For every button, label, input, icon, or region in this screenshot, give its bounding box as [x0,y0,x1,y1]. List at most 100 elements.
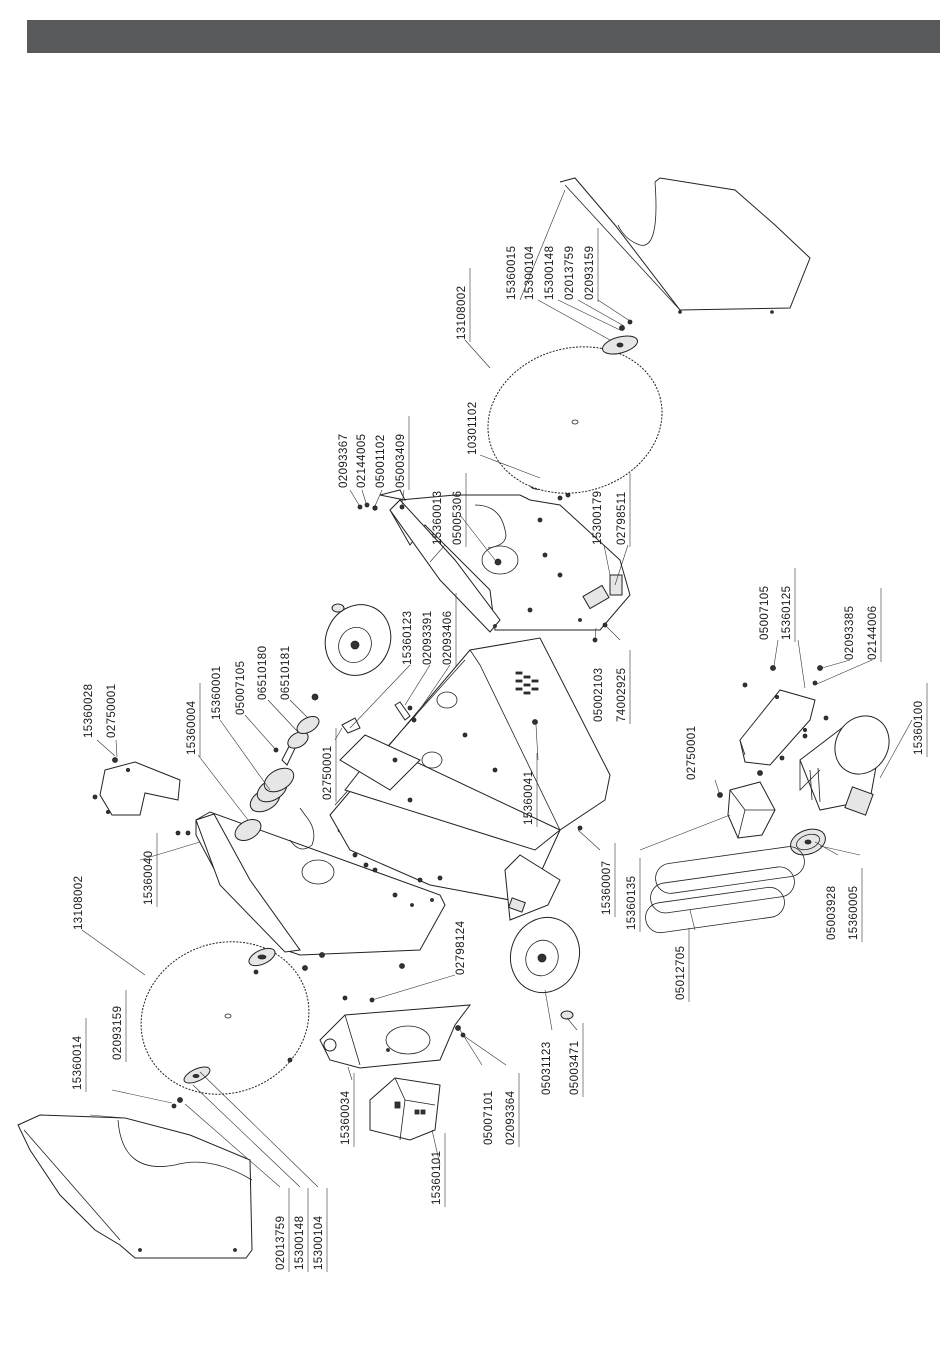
part-label-text: 15360005 [848,886,860,940]
part-label: 15360135 [626,876,638,930]
part-label: 02093385 [844,606,856,660]
part-label-text: 02750001 [686,726,698,780]
part-label-text: 15300104 [313,1215,325,1270]
part-label: 02093159 [112,1006,124,1060]
part-label-text: 15360001 [211,666,223,720]
part-label-text: 15300104 [524,245,536,300]
part-label: 05005306 [452,491,464,545]
part-label-text: 02013759 [275,1216,287,1270]
part-label: 15360015 [506,246,518,300]
part-label: 05003471 [569,1041,581,1095]
part-label-text: 15360034 [340,1090,352,1145]
belt-guard-box [717,770,776,839]
part-label: 15300179 [592,491,604,545]
part-label: 15360041 [523,771,535,825]
left-blade-flange [171,1066,211,1109]
motor-bracket-left [92,757,191,836]
part-label-text: 05007105 [759,586,771,640]
part-label: 06510181 [280,646,292,700]
part-label: 15360014 [72,1035,84,1090]
part-label: 15360034 [340,1090,352,1145]
part-label: 02144005 [356,434,368,488]
part-label-text: 02093364 [505,1090,517,1145]
part-label: 06510180 [257,646,269,700]
part-label: 02750001 [686,726,698,780]
part-label-text: 02750001 [106,684,118,738]
part-label-text: 10301102 [467,401,479,455]
part-label-text: 05007105 [235,661,247,715]
part-label: 02750001 [106,684,118,738]
part-label: 15360005 [848,886,860,940]
part-label: 05003409 [395,434,407,488]
part-label: 13108002 [456,286,468,340]
part-label: 05012705 [675,946,687,1000]
part-label: 02798511 [616,491,628,545]
part-label: 15360125 [781,586,793,640]
part-label: 15360001 [211,666,223,720]
part-label-text: 06510180 [257,646,269,700]
part-label-text: 15360007 [601,861,613,915]
part-label: 15360004 [186,700,198,755]
part-label: 05001102 [375,434,387,488]
part-label-text: 02093159 [112,1006,124,1060]
part-label-text: 02144005 [356,434,368,488]
blade-housing-frame [195,807,446,956]
part-label: 15360123 [402,611,414,665]
left-saw-blade [140,941,310,1095]
part-label: 10301102 [467,401,479,455]
part-label: 05007105 [235,661,247,715]
arbor-hub [248,947,276,975]
part-label-text: 15300148 [544,246,556,300]
part-label: 15300148 [294,1216,306,1270]
part-label-text: 05001102 [375,434,387,488]
header-bar [27,20,940,53]
machine-base-chassis [329,637,611,921]
part-label-text: 02093391 [422,611,434,665]
part-label: 02013759 [275,1216,287,1270]
motor-mount-plate [739,665,829,766]
part-label-text: 05007101 [483,1091,495,1145]
part-label: 02093364 [505,1090,517,1145]
part-label-text: 13108002 [456,286,468,340]
part-label: 02093367 [338,434,350,488]
part-label-text: 15360123 [402,611,414,665]
part-label-text: 15360015 [506,246,518,300]
motor-pulley [790,828,826,856]
part-label-text: 15360041 [523,771,535,825]
part-label-text: 15360100 [913,701,925,755]
part-label-text: 13108002 [73,876,85,930]
part-label-text: 02798124 [455,920,467,975]
part-label-text: 05003409 [395,434,407,488]
wheel-lower [510,916,580,1020]
part-label-text: 02093159 [584,246,596,300]
part-label-text: 05031123 [541,1041,553,1095]
part-label-text: 02798511 [616,491,628,545]
right-blade-housing [389,494,631,633]
part-label-text: 15360014 [72,1035,84,1090]
fasteners-right-top [357,489,608,643]
part-label: 02013759 [564,246,576,300]
part-label-text: 15360125 [781,586,793,640]
part-label: 02093391 [422,611,434,665]
part-label-text: 15360101 [431,1151,443,1205]
label-rules [85,228,928,1272]
part-label-text: 02093406 [442,611,454,665]
part-label-text: 05003471 [569,1041,581,1095]
left-blade-guard [17,1114,253,1259]
part-label-text: 15360004 [186,700,198,755]
part-label: 02093159 [584,246,596,300]
part-label-text: 15300148 [294,1216,306,1270]
part-label-text: 05012705 [675,946,687,1000]
part-label: 05031123 [541,1041,553,1095]
part-label-text: 06510181 [280,646,292,700]
right-blade-guard [559,177,811,314]
shaft-assembly [234,693,320,841]
wheel-upper [324,603,392,676]
drive-belts [645,846,805,934]
tilt-bracket [319,1004,472,1069]
part-label-text: 05005306 [452,491,464,545]
part-label: 15360028 [83,684,95,738]
part-label-text: 02144006 [867,606,879,660]
part-label: 15300148 [544,246,556,300]
